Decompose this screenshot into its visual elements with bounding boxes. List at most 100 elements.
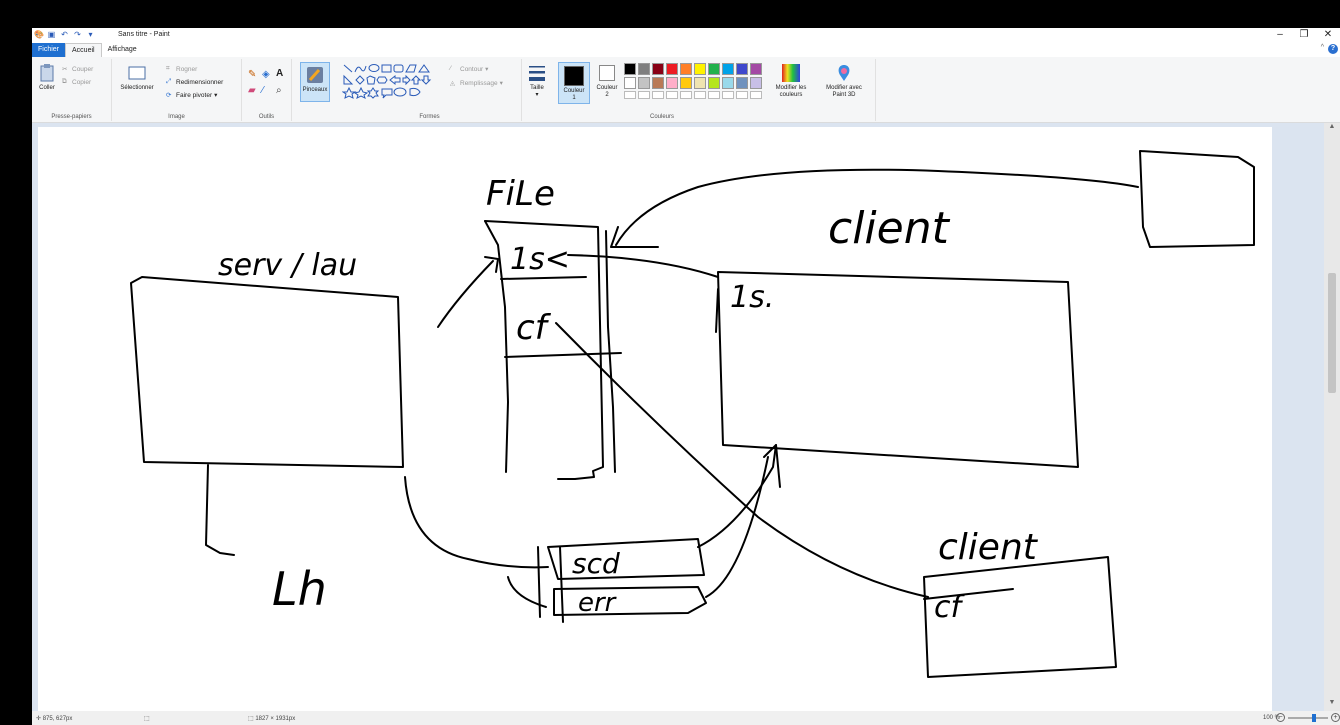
palette-swatch[interactable] xyxy=(736,63,748,75)
rotate-label: Faire pivoter xyxy=(176,91,213,99)
tab-accueil[interactable]: Accueil xyxy=(65,43,102,57)
tab-affichage[interactable]: Affichage xyxy=(107,46,137,53)
select-rectangle-icon xyxy=(128,66,146,80)
palette-swatch[interactable] xyxy=(652,63,664,75)
server-box xyxy=(130,276,404,468)
paste-button[interactable]: Coller xyxy=(36,63,58,92)
custom-color-slot[interactable] xyxy=(638,91,650,99)
help-icon[interactable]: ? xyxy=(1328,44,1338,54)
custom-color-slot[interactable] xyxy=(666,91,678,99)
drawing-svg[interactable]: FiLe serv / lau client client 1s< cf 1s.… xyxy=(38,127,1272,711)
select-button[interactable]: Sélectionner xyxy=(116,63,158,92)
palette-swatch[interactable] xyxy=(750,63,762,75)
redo-icon[interactable]: ↷ xyxy=(74,30,81,39)
palette-swatch[interactable] xyxy=(736,77,748,89)
pencil-icon[interactable]: ✎ xyxy=(248,69,257,80)
palette-swatch[interactable] xyxy=(666,77,678,89)
crop-button[interactable]: ⌗Rogner xyxy=(166,65,197,73)
color1-label: Couleur xyxy=(563,88,585,94)
cut-label: Couper xyxy=(72,65,94,73)
eraser-icon[interactable]: ▰ xyxy=(248,85,256,96)
tab-fichier[interactable]: Fichier xyxy=(32,43,66,57)
color1-button[interactable]: Couleur 1 xyxy=(558,62,590,104)
clipboard-icon xyxy=(40,64,54,82)
palette-swatch[interactable] xyxy=(638,77,650,89)
shapes-gallery[interactable] xyxy=(342,63,446,99)
custom-color-slot[interactable] xyxy=(736,91,748,99)
label-scd: scd xyxy=(572,547,620,580)
label-lh: Lh xyxy=(272,562,327,616)
custom-color-slot[interactable] xyxy=(708,91,720,99)
fill-button[interactable]: ◬Remplissage▾ xyxy=(450,79,503,88)
palette-swatch[interactable] xyxy=(708,63,720,75)
cut-button[interactable]: ✂Couper xyxy=(62,65,94,74)
palette-swatch[interactable] xyxy=(638,63,650,75)
custom-color-slot[interactable] xyxy=(722,91,734,99)
custom-color-slot[interactable] xyxy=(680,91,692,99)
palette-swatch[interactable] xyxy=(680,77,692,89)
shapes-group-label: Formes xyxy=(419,114,440,120)
save-icon[interactable]: ▣ xyxy=(47,30,56,39)
clipboard-group: Coller ✂Couper ⧉Copier Presse-papiers xyxy=(32,59,112,121)
zoom-out-button[interactable]: − xyxy=(1276,713,1285,722)
label-file: FiLe xyxy=(486,174,555,214)
custom-color-slot[interactable] xyxy=(694,91,706,99)
fill-bucket-icon[interactable]: ◈ xyxy=(262,69,270,80)
palette-swatch[interactable] xyxy=(722,77,734,89)
palette-swatch[interactable] xyxy=(722,63,734,75)
rotate-button[interactable]: ⟳Faire pivoter▾ xyxy=(166,91,217,100)
brushes-button[interactable]: Pinceaux xyxy=(300,62,330,102)
magnifier-icon[interactable]: ⌕ xyxy=(276,85,282,96)
outline-button[interactable]: ⁄Contour▾ xyxy=(450,65,488,73)
paint3d-button[interactable]: Modifier avec Paint 3D xyxy=(818,63,870,99)
color-palette xyxy=(624,63,774,99)
resize-button[interactable]: ⤢Redimensionner xyxy=(166,78,223,86)
line-cd-to-client-bottom xyxy=(555,322,929,598)
scroll-up-icon[interactable]: ▲ xyxy=(1328,123,1336,130)
palette-swatch[interactable] xyxy=(666,63,678,75)
chevron-down-icon: ▾ xyxy=(535,92,539,98)
title-bar: 🎨 ▣ ↶ ↷ ▾ Sans titre - Paint – ❐ ✕ xyxy=(32,28,1340,43)
customize-quick-access-icon[interactable]: ▾ xyxy=(88,30,93,39)
palette-swatch[interactable] xyxy=(694,63,706,75)
edit-colors-button[interactable]: Modifier les couleurs xyxy=(768,63,814,99)
undo-icon[interactable]: ↶ xyxy=(61,30,68,39)
vertical-scrollbar[interactable]: ▲ ▼ xyxy=(1324,123,1340,711)
color-picker-icon[interactable]: ⁄ xyxy=(262,85,264,96)
custom-color-slot[interactable] xyxy=(652,91,664,99)
label-client-top: client xyxy=(828,203,951,254)
custom-color-slot[interactable] xyxy=(624,91,636,99)
zoom-in-button[interactable]: + xyxy=(1331,713,1340,722)
window-controls: – ❐ ✕ xyxy=(1268,28,1340,43)
zoom-slider[interactable] xyxy=(1288,717,1328,719)
size-label: Taille xyxy=(530,85,544,91)
zoom-slider-thumb[interactable] xyxy=(1312,714,1316,722)
close-button[interactable]: ✕ xyxy=(1323,29,1333,40)
bracket-stroke xyxy=(537,546,541,618)
scroll-thumb[interactable] xyxy=(1328,273,1336,393)
bottom-client-box xyxy=(923,556,1117,678)
maximize-button[interactable]: ❐ xyxy=(1299,29,1309,40)
color2-button[interactable]: Couleur 2 xyxy=(592,65,622,99)
palette-swatch[interactable] xyxy=(750,77,762,89)
palette-swatch[interactable] xyxy=(694,77,706,89)
palette-swatch[interactable] xyxy=(680,63,692,75)
size-button[interactable]: Taille ▾ xyxy=(524,63,550,99)
palette-swatch[interactable] xyxy=(652,77,664,89)
paint3d-label-2: Paint 3D xyxy=(832,92,856,98)
custom-color-slot[interactable] xyxy=(750,91,762,99)
drawing-canvas[interactable]: FiLe serv / lau client client 1s< cf 1s.… xyxy=(38,127,1272,711)
collapse-ribbon-icon[interactable]: ^ xyxy=(1320,44,1324,51)
scroll-down-icon[interactable]: ▼ xyxy=(1328,699,1336,706)
server-hook-stroke xyxy=(205,464,235,556)
zoom-level: 100 % xyxy=(1262,715,1280,721)
resize-icon: ⤢ xyxy=(166,78,172,85)
copy-button[interactable]: ⧉Copier xyxy=(62,78,91,86)
paint3d-label: Modifier avec xyxy=(826,85,862,91)
palette-swatch[interactable] xyxy=(624,63,636,75)
palette-swatch[interactable] xyxy=(708,77,720,89)
text-tool-icon[interactable]: A xyxy=(276,68,284,79)
minimize-button[interactable]: – xyxy=(1277,29,1283,40)
palette-swatch[interactable] xyxy=(624,77,636,89)
outline-icon: ⁄ xyxy=(450,65,452,72)
